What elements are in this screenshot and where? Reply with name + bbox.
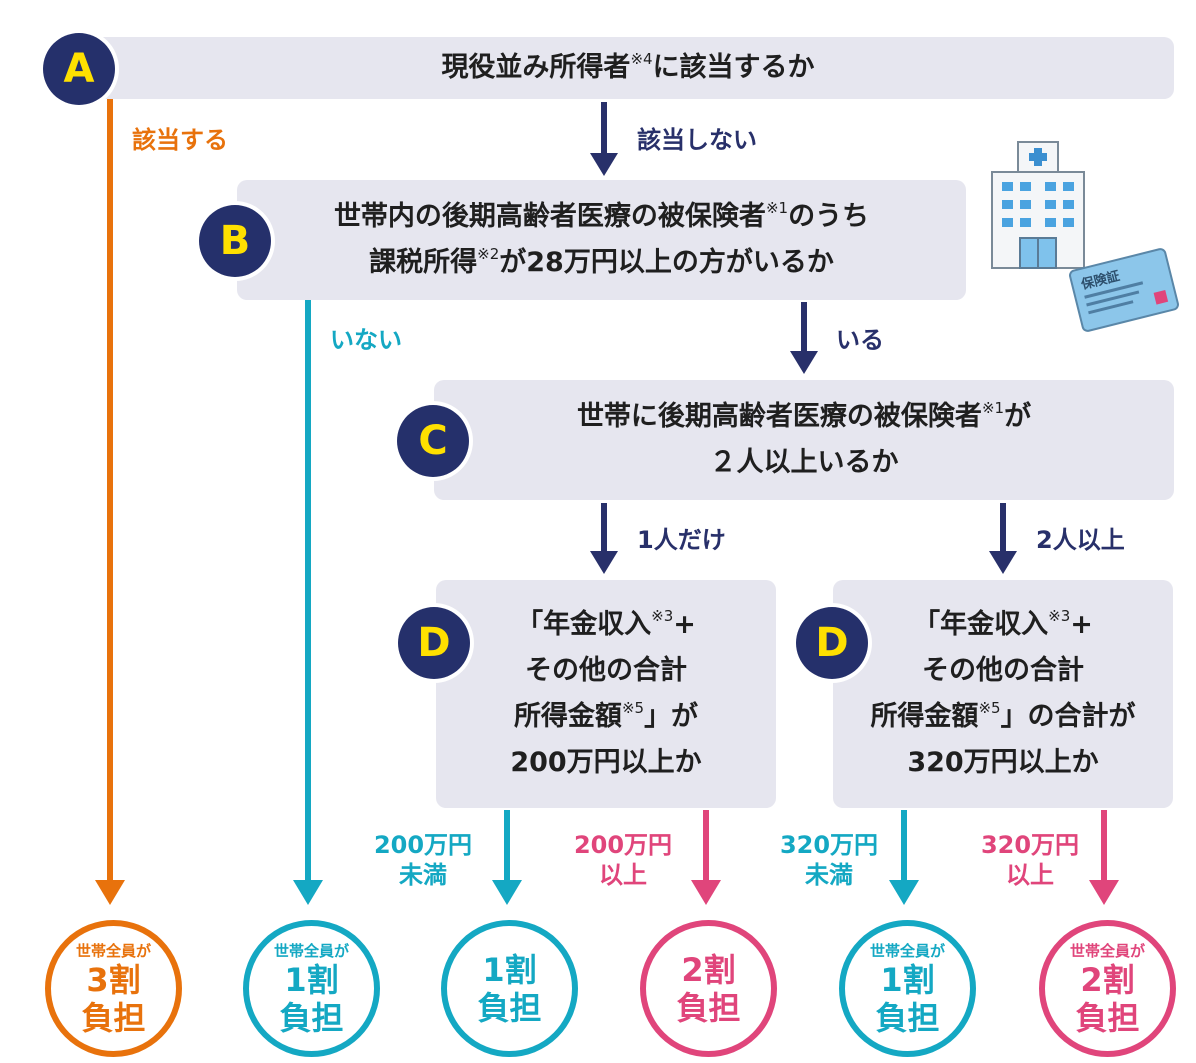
note-ref: ※1 xyxy=(765,199,789,217)
label-d2-under: 320万円未満 xyxy=(779,831,879,889)
badge-b: B xyxy=(199,205,271,277)
label-c-one: 1人だけ xyxy=(637,526,726,554)
label-a-yes: 該当する xyxy=(132,126,228,154)
arrowhead-d2-over xyxy=(1089,880,1119,905)
question-d2-line4: 320万円以上か xyxy=(907,747,1099,778)
label-b-no: いない xyxy=(330,326,402,354)
badge-a: A xyxy=(43,33,115,105)
question-c-line1: 世帯に後期高齢者医療の被保険者※1が xyxy=(576,399,1032,433)
question-box-d1: 「年金収入※3+ その他の合計 所得金額※5」が 200万円以上か xyxy=(436,580,776,808)
note-ref: ※3 xyxy=(1048,607,1071,625)
arrowhead-d2-under xyxy=(889,880,919,905)
question-d2-line2: その他の合計 xyxy=(922,655,1084,686)
result-all-1wari: 世帯全員が 1割 負担 xyxy=(243,920,380,1057)
result-all-2wari: 世帯全員が 2割 負担 xyxy=(1039,920,1176,1057)
arrowhead-d1-under xyxy=(492,880,522,905)
badge-d1: D xyxy=(398,607,470,679)
badge-d2: D xyxy=(796,607,868,679)
result-all-3wari: 世帯全員が 3割 負担 xyxy=(45,920,182,1057)
note-ref: ※4 xyxy=(630,50,653,68)
question-a-line1: 現役並み所得者※4に該当するか xyxy=(441,50,815,84)
question-b-line1: 世帯内の後期高齢者医療の被保険者※1のうち xyxy=(333,199,870,233)
label-c-two: 2人以上 xyxy=(1036,526,1125,554)
note-ref: ※2 xyxy=(477,245,500,263)
arrowhead-c-two xyxy=(989,551,1017,574)
label-d1-under: 200万円未満 xyxy=(373,831,473,889)
arrowhead-d1-over xyxy=(691,880,721,905)
question-d1-line3: 所得金額※5」が xyxy=(513,699,699,733)
question-box-a: 現役並み所得者※4に該当するか xyxy=(82,37,1174,99)
badge-c: C xyxy=(397,405,469,477)
label-d2-over: 320万円以上 xyxy=(980,831,1080,889)
label-a-no: 該当しない xyxy=(637,126,757,154)
question-d1-line2: その他の合計 xyxy=(525,655,687,686)
note-ref: ※3 xyxy=(651,607,674,625)
arrowhead-b-no xyxy=(293,880,323,905)
arrowhead-c-one xyxy=(590,551,618,574)
arrowhead-b-yes xyxy=(790,351,818,374)
result-2wari: 2割 負担 xyxy=(640,920,777,1057)
result-1wari: 1割 負担 xyxy=(441,920,578,1057)
result-all-1wari-d2: 世帯全員が 1割 負担 xyxy=(839,920,976,1057)
question-d1-line1: 「年金収入※3+ xyxy=(516,607,696,641)
arrowhead-a-yes xyxy=(95,880,125,905)
question-d1-line4: 200万円以上か xyxy=(510,747,702,778)
question-d2-line1: 「年金収入※3+ xyxy=(913,607,1093,641)
arrowhead-a-no xyxy=(590,153,618,176)
question-c-line2: ２人以上いるか xyxy=(709,447,899,478)
label-d1-over: 200万円以上 xyxy=(573,831,673,889)
note-ref: ※5 xyxy=(621,699,645,717)
question-d2-line3: 所得金額※5」の合計が xyxy=(870,699,1136,733)
question-box-b: 世帯内の後期高齢者医療の被保険者※1のうち 課税所得※2が28万円以上の方がいる… xyxy=(237,180,966,300)
hospital-icon xyxy=(991,141,1085,269)
note-ref: ※1 xyxy=(981,399,1005,417)
label-b-yes: いる xyxy=(836,326,884,354)
question-b-line2: 課税所得※2が28万円以上の方がいるか xyxy=(369,245,834,279)
question-box-d2: 「年金収入※3+ その他の合計 所得金額※5」の合計が 320万円以上か xyxy=(833,580,1173,808)
question-box-c: 世帯に後期高齢者医療の被保険者※1が ２人以上いるか xyxy=(434,380,1174,500)
note-ref: ※5 xyxy=(978,699,1001,717)
